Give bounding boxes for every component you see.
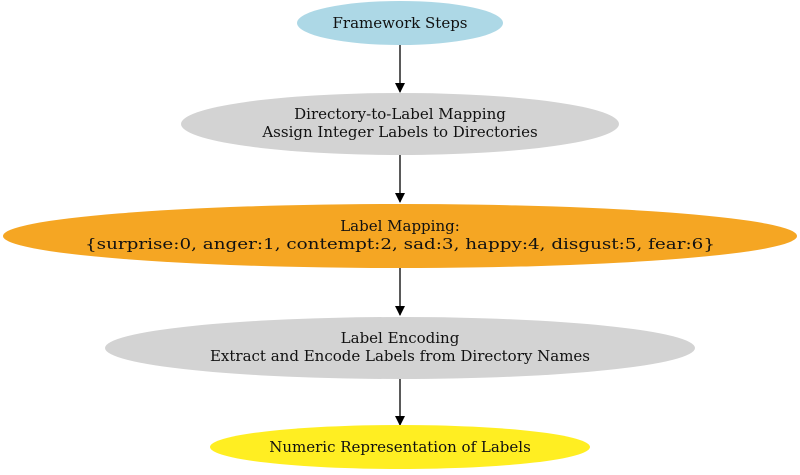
node-numeric-representation-line-1: Numeric Representation of Labels xyxy=(269,438,531,456)
node-framework-steps-line-1: Framework Steps xyxy=(333,14,468,32)
node-directory-to-label-mapping-line-1: Directory-to-Label Mapping xyxy=(294,105,506,123)
node-label-mapping-line-2: {surprise:0, anger:1, contempt:2, sad:3,… xyxy=(85,235,715,253)
node-framework-steps-shape xyxy=(297,1,503,45)
node-label-encoding: Label Encoding Extract and Encode Labels… xyxy=(105,317,695,379)
node-directory-to-label-mapping: Directory-to-Label Mapping Assign Intege… xyxy=(181,93,619,155)
node-label-encoding-shape xyxy=(105,317,695,379)
node-label-mapping-shape xyxy=(3,204,797,268)
node-numeric-representation: Numeric Representation of Labels xyxy=(210,425,590,469)
node-framework-steps: Framework Steps xyxy=(297,1,503,45)
node-directory-to-label-mapping-line-2: Assign Integer Labels to Directories xyxy=(261,123,537,141)
node-label-mapping: Label Mapping: {surprise:0, anger:1, con… xyxy=(3,204,797,268)
node-directory-to-label-mapping-shape xyxy=(181,93,619,155)
node-label-encoding-line-2: Extract and Encode Labels from Directory… xyxy=(210,347,590,365)
node-numeric-representation-shape xyxy=(210,425,590,469)
node-label-encoding-line-1: Label Encoding xyxy=(341,329,460,347)
node-label-mapping-line-1: Label Mapping: xyxy=(340,217,460,235)
